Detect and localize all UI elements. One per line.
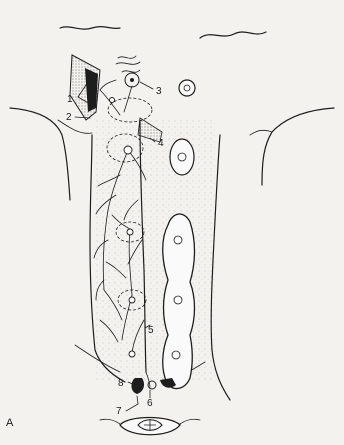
callout-6: 6 xyxy=(147,398,153,409)
chin-line-right xyxy=(200,32,266,38)
callout-2: 2 xyxy=(66,112,72,123)
top-squiggles xyxy=(116,56,140,72)
terminal-structure xyxy=(131,378,144,394)
bottom-outlet xyxy=(100,418,200,435)
right-shoulder-outline xyxy=(262,108,334,185)
terminal-ring xyxy=(148,381,156,389)
callout-1: 1 xyxy=(67,94,73,105)
round-body-small xyxy=(179,80,195,96)
callout-3: 3 xyxy=(156,86,162,97)
callout-8: 8 xyxy=(118,378,124,389)
panel-label: A xyxy=(6,417,14,429)
oval-body-upper xyxy=(170,139,194,175)
lobed-chain xyxy=(163,214,195,388)
stipple-field xyxy=(95,120,215,380)
callout-4: 4 xyxy=(158,138,164,149)
dashed-oval-upper xyxy=(108,98,152,122)
chin-line-left xyxy=(60,27,120,30)
right-shoulder-outline-inner xyxy=(250,130,272,135)
callout-5: 5 xyxy=(148,325,154,336)
callout-7: 7 xyxy=(116,406,122,417)
left-shoulder-outline-inner xyxy=(58,120,92,133)
